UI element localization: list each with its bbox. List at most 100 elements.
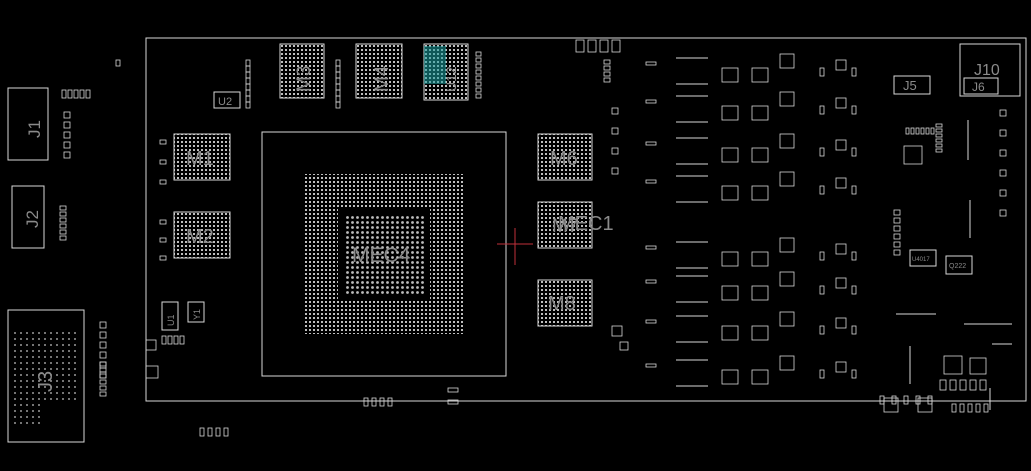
crystal-y1[interactable]: Y1 <box>187 301 205 323</box>
passive-part <box>99 379 107 385</box>
memory-chip-u12-highlighted[interactable]: U12 <box>423 43 469 101</box>
passive-part <box>819 251 825 261</box>
passive-part <box>999 189 1007 197</box>
passive-part <box>645 319 657 324</box>
passive-part <box>779 311 795 327</box>
passive-part <box>363 397 369 407</box>
passive-part <box>63 111 71 119</box>
label-q222: Q222 <box>949 263 966 270</box>
passive-part <box>721 185 739 201</box>
memory-chip-m7[interactable]: M7 MEC1 <box>537 201 614 249</box>
passive-part <box>835 59 847 71</box>
passive-part <box>223 427 229 437</box>
passive-part <box>59 229 67 235</box>
passive-part <box>721 251 739 267</box>
passive-part <box>645 179 657 184</box>
passive-part <box>925 127 930 135</box>
label-y1: Y1 <box>192 309 202 320</box>
passive-part <box>173 335 179 345</box>
memory-chip-m1[interactable]: M1 <box>173 133 231 181</box>
passive-part <box>999 169 1007 177</box>
passive-part <box>915 127 920 135</box>
passive-part <box>99 371 107 379</box>
passive-part <box>835 277 847 289</box>
memory-chip-m6[interactable]: M6 <box>537 133 593 181</box>
cursor-crosshair <box>497 228 533 265</box>
passive-part <box>930 127 935 135</box>
label-j6: J6 <box>972 80 985 94</box>
passive-part <box>99 341 107 349</box>
passive-part <box>85 89 91 99</box>
passive-part <box>59 211 67 217</box>
passive-part <box>893 225 901 232</box>
passive-part <box>975 403 981 413</box>
memory-chip-m2[interactable]: M2 <box>173 211 231 259</box>
passive-part <box>603 71 611 77</box>
passive-part <box>159 255 167 261</box>
passive-part <box>611 325 623 337</box>
label-j5: J5 <box>903 78 917 93</box>
passive-part <box>903 395 909 405</box>
passive-part <box>935 143 943 148</box>
label-mec4: MEC4 <box>352 244 411 267</box>
ic-u4017[interactable]: U4017 <box>909 249 937 267</box>
passive-part <box>935 133 943 138</box>
passive-part <box>851 251 857 261</box>
passive-part <box>161 335 167 345</box>
passive-part <box>159 219 167 225</box>
connector-j1[interactable]: J1 <box>7 87 49 161</box>
passive-part <box>245 83 251 91</box>
passive-part <box>63 121 71 129</box>
passive-part <box>721 147 739 163</box>
passive-part <box>851 325 857 335</box>
connector-j10[interactable]: J10 <box>959 43 1021 97</box>
passive-part <box>883 397 899 413</box>
memory-chip-m3[interactable]: M3 <box>279 43 325 99</box>
passive-part <box>159 159 167 165</box>
passive-part <box>949 379 957 391</box>
passive-part <box>59 223 67 229</box>
connector-j3[interactable]: J3 <box>7 309 85 443</box>
connector-j5[interactable]: J5 <box>893 75 931 95</box>
ic-u1[interactable]: U1 <box>161 301 179 331</box>
passive-part <box>935 148 943 153</box>
passive-part <box>891 395 897 405</box>
passive-part <box>935 123 943 128</box>
passive-part <box>335 65 341 73</box>
passive-part <box>939 379 947 391</box>
connector-j2[interactable]: J2 <box>11 185 45 249</box>
passive-part <box>645 363 657 368</box>
passive-part <box>893 233 901 240</box>
passive-part <box>245 59 251 67</box>
gpu-package-mec4[interactable]: MEC4 <box>261 131 507 377</box>
passive-part <box>99 385 107 391</box>
passive-part <box>943 355 963 375</box>
memory-chip-m4[interactable]: M4 <box>355 43 403 99</box>
connector-j6[interactable]: J6 <box>963 77 999 95</box>
label-u4017: U4017 <box>912 257 930 263</box>
passive-part <box>903 145 923 165</box>
passive-part <box>645 245 657 250</box>
passive-part <box>751 185 769 201</box>
passive-part <box>645 279 657 284</box>
ic-u2[interactable]: U2 <box>213 91 241 109</box>
passive-part <box>475 93 482 99</box>
passive-part <box>721 105 739 121</box>
passive-part <box>959 379 967 391</box>
passive-part <box>611 39 621 53</box>
label-m2: M2 <box>186 226 214 248</box>
passive-part <box>159 139 167 145</box>
passive-part <box>99 367 107 373</box>
passive-part <box>851 147 857 157</box>
passive-part <box>179 335 185 345</box>
ic-q222[interactable]: Q222 <box>945 255 973 275</box>
passive-part <box>935 138 943 143</box>
board-outline <box>145 37 1027 402</box>
passive-part <box>835 177 847 189</box>
memory-chip-m8[interactable]: M8 <box>537 279 593 327</box>
passive-part <box>99 391 107 397</box>
passive-part <box>835 361 847 373</box>
passive-part <box>645 141 657 146</box>
passive-part <box>475 51 482 57</box>
